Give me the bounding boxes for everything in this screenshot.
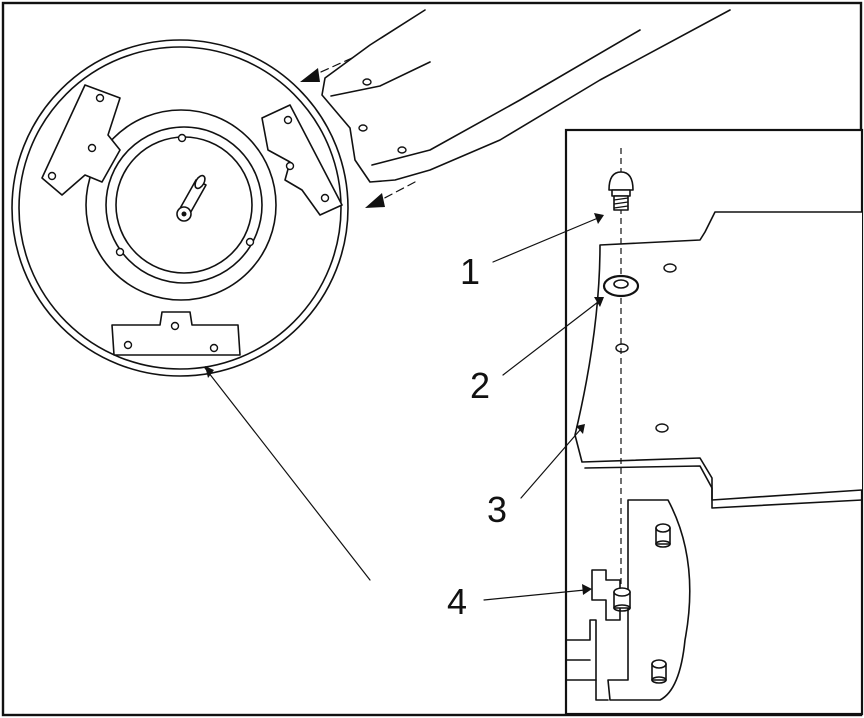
screw-part xyxy=(608,171,634,211)
callout-1-label: 1 xyxy=(460,251,480,292)
post-bottom xyxy=(651,659,667,684)
detail-inset xyxy=(564,128,864,716)
callout-4-label: 4 xyxy=(447,581,467,622)
post-middle xyxy=(613,587,631,612)
mounting-arm xyxy=(321,9,731,183)
arm-plate xyxy=(574,211,863,501)
center-fitting xyxy=(176,174,207,222)
bracket-bottom xyxy=(111,311,241,356)
bracket-left xyxy=(41,84,121,196)
callout-3-label: 3 xyxy=(487,489,507,530)
post-top xyxy=(655,523,671,548)
washer-part xyxy=(602,274,640,298)
callout-2-label: 2 xyxy=(470,365,490,406)
direction-arrows xyxy=(300,57,416,208)
detail-leader-line xyxy=(204,367,371,581)
circular-base xyxy=(11,39,349,377)
bracket-right xyxy=(261,104,343,216)
callout-leaders xyxy=(483,213,604,601)
base-bracket xyxy=(565,499,691,701)
